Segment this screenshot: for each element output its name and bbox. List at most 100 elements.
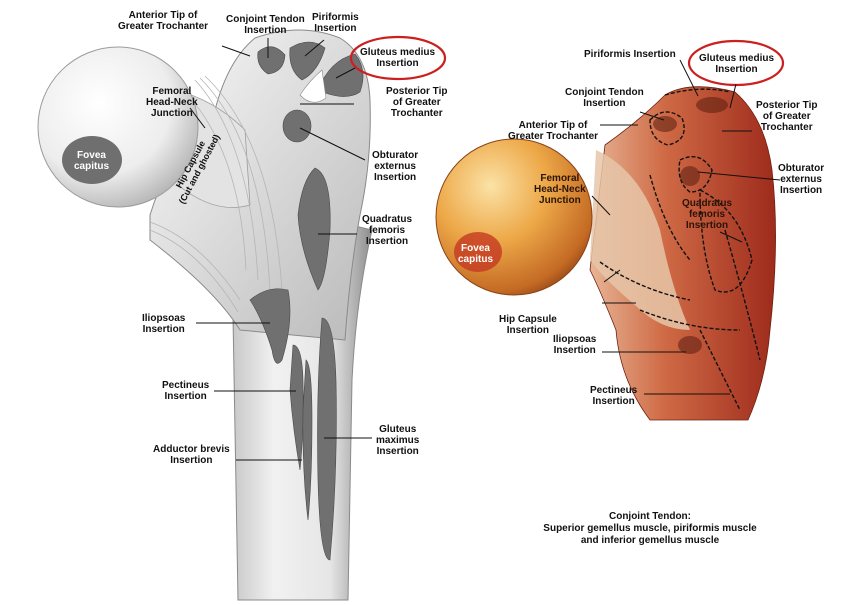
fovea-capitus-mark (62, 136, 122, 184)
label-line: Fovea (77, 150, 106, 161)
gluteus-medius-highlight-ring (349, 35, 447, 81)
specimen-label-conjoint-tendon-insertion: Conjoint Tendon Insertion (565, 87, 644, 109)
label-line: Head-Neck (146, 97, 198, 108)
specimen-body (589, 86, 776, 421)
footnote-line: Conjoint Tendon: (608, 511, 691, 522)
adductor-brevis-area (302, 359, 313, 521)
label-line: Junction (151, 108, 193, 119)
specimen-fovea (454, 232, 502, 272)
label-line: Hip Capsule (499, 314, 557, 325)
label-adductor-brevis-insertion: Adductor brevis Insertion (153, 444, 230, 466)
label-line: Insertion (685, 220, 729, 231)
gluteus-maximus-area (317, 317, 337, 561)
hip-capsule-fibres (149, 75, 283, 313)
label-line: Iliopsoas (553, 334, 597, 345)
label-iliopsoas-insertion: Iliopsoas Insertion (142, 313, 185, 335)
specimen-label-posterior-tip-greater-trochanter: Posterior Tip of Greater Trochanter (756, 100, 818, 133)
label-line: Insertion (506, 325, 550, 336)
label-line: Pectineus (162, 380, 210, 391)
conjoint-tendon-footnote: Conjoint Tendon: Superior gemellus muscl… (527, 511, 773, 547)
label-line: Gluteus medius (699, 53, 775, 64)
label-fovea-capitus: Fovea capitus (74, 150, 109, 172)
label-pectineus-insertion: Pectineus Insertion (162, 380, 209, 402)
label-line: Conjoint Tendon (226, 14, 305, 25)
label-line: maximus (376, 435, 420, 446)
specimen-label-obturator-externus-insertion: Obturator externus Insertion (778, 163, 824, 196)
specimen-insertion-patches (653, 97, 728, 354)
label-line: Insertion (365, 236, 409, 247)
specimen-label-femoral-head-neck-junction: Femoral Head-Neck Junction (534, 173, 586, 206)
quadratus-area (297, 167, 331, 291)
label-line: Iliopsoas (142, 313, 186, 324)
label-line: Gluteus medius (360, 47, 436, 58)
specimen-capsule-area (590, 150, 690, 330)
label-line: Anterior Tip of (128, 10, 198, 21)
specimen-label-gluteus-medius-insertion: Gluteus medius Insertion (699, 53, 774, 75)
left-leader-lines (189, 38, 372, 461)
label-obturator-externus-insertion: Obturator externus Insertion (372, 150, 418, 183)
label-line: Gluteus (379, 424, 417, 435)
piriformis-area (289, 41, 326, 81)
label-line: Insertion (142, 324, 185, 335)
label-line: Quadratus (682, 198, 733, 209)
conjoint-tendon-area (257, 46, 286, 75)
specimen-label-fovea-capitus: Fovea capitus (458, 243, 493, 265)
insertion-areas (249, 41, 364, 561)
label-line: of Greater (392, 97, 441, 108)
label-line: Obturator (778, 163, 825, 174)
illustrated-femur (37, 29, 447, 601)
label-line: Trochanter (390, 108, 443, 119)
pectineus-area (289, 344, 304, 471)
label-gluteus-medius-insertion: Gluteus medius Insertion (360, 47, 435, 69)
specimen-marker-outlines (599, 88, 761, 411)
specimen-label-anterior-tip-greater-trochanter: Anterior Tip of Greater Trochanter (508, 120, 598, 142)
label-line: Femoral (540, 173, 580, 184)
label-femoral-head-neck-junction: Femoral Head-Neck Junction (146, 86, 198, 119)
label-line: Insertion (170, 455, 213, 466)
label-line: Insertion (553, 345, 596, 356)
label-line: Insertion (715, 64, 758, 75)
label-line: Insertion (779, 185, 823, 196)
label-line: Insertion (376, 446, 419, 457)
label-line: Piriformis (312, 12, 359, 23)
footnote-line: Superior gemellus muscle, piriformis mus… (543, 523, 757, 534)
label-piriformis-insertion: Piriformis Insertion (312, 12, 359, 34)
label-line: of Greater (762, 111, 811, 122)
label-line: Adductor brevis (153, 444, 230, 455)
label-line: Greater Trochanter (118, 21, 209, 32)
label-posterior-tip-greater-trochanter: Posterior Tip of Greater Trochanter (386, 86, 448, 119)
label-line: Trochanter (760, 122, 813, 133)
label-line: Pectineus (590, 385, 638, 396)
specimen-label-quadratus-femoris-insertion: Quadratus femoris Insertion (682, 198, 732, 231)
label-line: Conjoint Tendon (565, 87, 644, 98)
label-line: externus (780, 174, 822, 185)
label-line: Fovea (461, 243, 490, 254)
specimen-label-pectineus-insertion: Pectineus Insertion (590, 385, 637, 407)
label-line: Head-Neck (534, 184, 586, 195)
label-line: Posterior Tip (386, 86, 448, 97)
label-line: Insertion (314, 23, 357, 34)
right-leader-lines (591, 59, 781, 395)
specimen-label-iliopsoas-insertion: Iliopsoas Insertion (553, 334, 596, 356)
specimen-label-hip-capsule-insertion: Hip Capsule Insertion (499, 314, 557, 336)
label-line: Posterior Tip (756, 100, 818, 111)
cadaveric-specimen (435, 39, 785, 421)
label-line: femoris (368, 225, 406, 236)
label-line: Insertion (376, 58, 419, 69)
label-line: externus (374, 161, 416, 172)
label-line: Insertion (583, 98, 626, 109)
label-line: Piriformis Insertion (584, 49, 676, 60)
obturator-area (282, 109, 312, 143)
specimen-femoral-head (435, 138, 593, 296)
iliopsoas-area (249, 288, 291, 364)
footnote-line: and inferior gemellus muscle (580, 535, 720, 546)
label-line: Obturator (372, 150, 419, 161)
label-line: Insertion (244, 25, 287, 36)
label-line: Junction (539, 195, 581, 206)
label-line: Greater Trochanter (508, 131, 599, 142)
label-line: capitus (74, 161, 110, 172)
label-line: Femoral (152, 86, 192, 97)
label-line: Anterior Tip of (518, 120, 588, 131)
